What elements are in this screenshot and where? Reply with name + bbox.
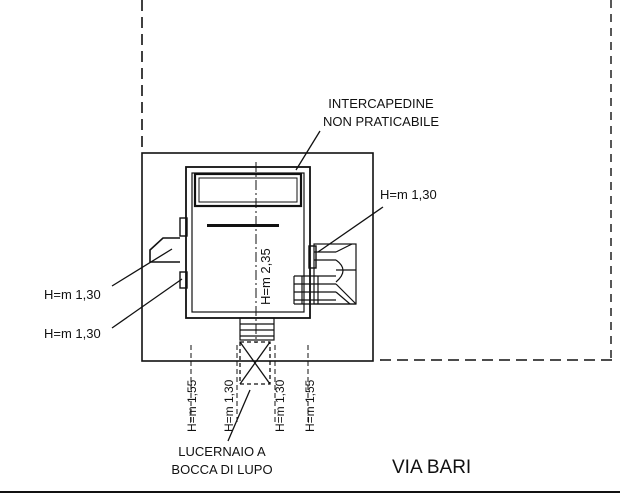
height-label-bottom-3: H=m 1,30 xyxy=(273,379,287,432)
leader-lines xyxy=(111,130,384,442)
height-label-center: H=m 2,35 xyxy=(258,248,273,305)
wall-niches xyxy=(179,217,317,289)
height-label-bottom-4: H=m 1,55 xyxy=(303,379,317,432)
reference-lines xyxy=(190,345,309,425)
lucernaio-label-line1: LUCERNAIO A xyxy=(178,444,266,459)
spiral-stair xyxy=(293,243,357,305)
building-walls xyxy=(185,166,311,319)
intercapedine-label-line1: INTERCAPEDINE xyxy=(328,96,434,111)
height-label-left-lower: H=m 1,30 xyxy=(44,326,101,341)
interior-partition xyxy=(207,224,279,227)
height-label-bottom-1: H=m 1,55 xyxy=(185,379,199,432)
intercapedine-chamber xyxy=(193,172,303,208)
entrance-steps xyxy=(239,317,275,341)
lucernaio-label-line2: BOCCA DI LUPO xyxy=(171,462,272,477)
height-label-bottom-2: H=m 1,30 xyxy=(222,379,236,432)
property-boundary xyxy=(141,0,615,361)
intercapedine-label-line2: NON PRATICABILE xyxy=(323,114,439,129)
height-label-left-upper: H=m 1,30 xyxy=(44,287,101,302)
lot-outline xyxy=(141,152,374,362)
height-label-right: H=m 1,30 xyxy=(380,187,437,202)
street-label: VIA BARI xyxy=(392,457,471,478)
skylight-grate xyxy=(239,341,271,385)
left-lightwell xyxy=(149,237,180,263)
